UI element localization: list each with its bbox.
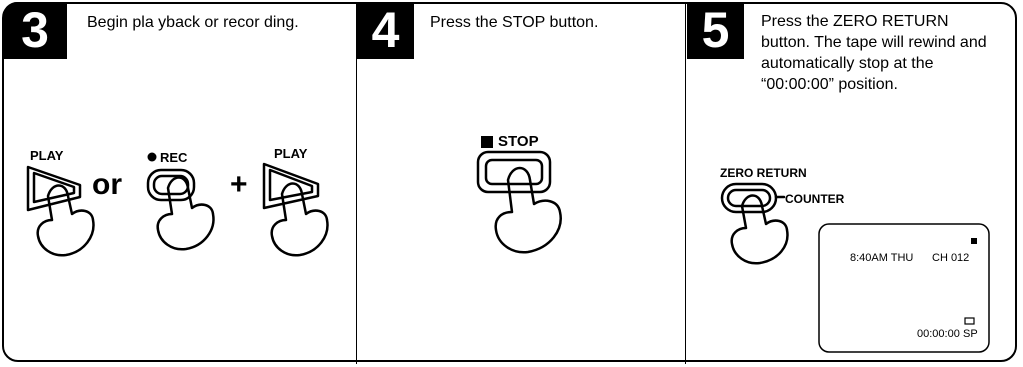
counter-label: COUNTER	[785, 192, 844, 206]
step-3-number: 3	[3, 2, 67, 59]
step-3-instruction: Begin pla yback or recor ding.	[87, 12, 349, 33]
step-4-number: 4	[357, 2, 414, 59]
display-channel: CH 012	[932, 252, 969, 264]
step-4-instruction: Press the STOP button.	[430, 12, 680, 33]
or-label: or	[92, 170, 122, 200]
step-5-instruction: Press the ZERO RETURN button. The tape w…	[761, 11, 1001, 95]
zero-return-label: ZERO RETURN	[720, 166, 807, 180]
step-5-number: 5	[687, 2, 744, 59]
display-speed: SP	[963, 328, 978, 340]
stop-label: STOP	[498, 134, 539, 150]
divider-2	[685, 2, 686, 364]
play-label-1: PLAY	[30, 149, 63, 163]
rec-label: REC	[160, 151, 187, 165]
stop-square-icon	[481, 136, 493, 148]
play-label-2: PLAY	[274, 147, 307, 161]
display-counter: 00:00:00	[917, 328, 960, 340]
display-time: 8:40AM THU	[850, 252, 913, 264]
plus-label: +	[230, 170, 248, 200]
